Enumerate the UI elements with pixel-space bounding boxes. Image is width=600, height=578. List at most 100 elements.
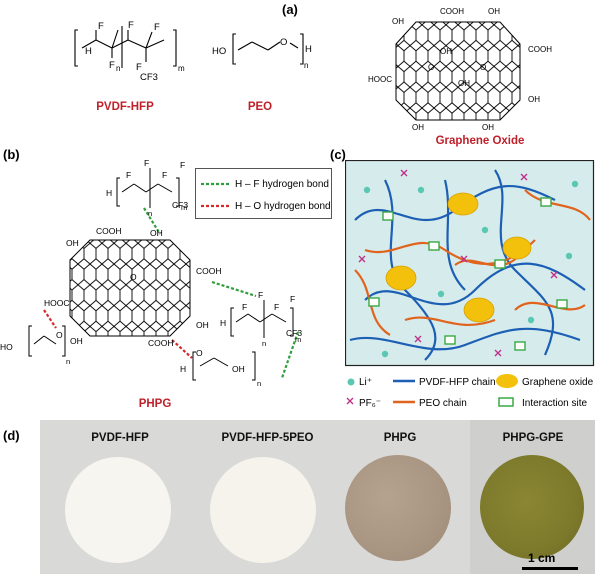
atom-label: OH [440, 47, 452, 56]
atom-label: OH [196, 320, 209, 330]
interaction-site [514, 341, 526, 351]
peo-structure: HO O H n [212, 33, 312, 70]
atom-label: F [242, 302, 247, 312]
atom-label: OH [528, 95, 540, 104]
atom-label: H [180, 364, 186, 374]
interaction-site [556, 299, 568, 309]
pvdf-hfp-title: PVDF-HFP [96, 101, 154, 113]
atom-label: F [290, 294, 295, 304]
legend-peo: PEO chain [419, 398, 467, 409]
subscript-label: n [304, 61, 308, 70]
scale-bar-label: 1 cm [528, 551, 556, 565]
subscript-label: n [148, 209, 152, 218]
sample-label-phpg: PHPG [383, 432, 417, 444]
go-blob [385, 265, 417, 291]
atom-label: F [128, 20, 134, 31]
interaction-site-icon [498, 397, 514, 407]
go-blob-icon [496, 374, 518, 388]
atom-label: F [154, 22, 160, 33]
legend-go: Graphene oxide [522, 377, 594, 388]
legend-site: Interaction site [522, 398, 587, 409]
atom-label: COOH [196, 266, 222, 276]
atom-label: OH [70, 336, 83, 346]
atom-label: O [56, 330, 63, 340]
network-legend: Li⁺ PVDF-HFP chain Graphene oxide PF₆⁻ P… [346, 374, 594, 409]
atom-label: OH [412, 123, 424, 132]
subscript-label: n [116, 64, 120, 73]
scale-bar [522, 567, 578, 570]
go-blob [463, 297, 495, 323]
li-dot-icon [347, 378, 355, 386]
panel-c-label: (c) [330, 147, 346, 162]
atom-label: F [258, 290, 263, 300]
phpg-legend-box: H – F hydrogen bond H – O hydrogen bond [195, 168, 332, 219]
atom-label: H [106, 188, 112, 198]
atom-label: O [196, 348, 203, 358]
go-blob [447, 192, 479, 216]
atom-label: COOH [148, 338, 174, 348]
atom-label: CF3 [286, 328, 302, 338]
atom-label: CF3 [172, 200, 188, 210]
peo-title: PEO [247, 101, 273, 113]
li-ion [565, 252, 573, 260]
pf6-ion [358, 255, 366, 263]
pf6-ion [414, 335, 422, 343]
atom-label: O [130, 272, 137, 282]
atom-label: OH [392, 17, 404, 26]
atom-label: HO [0, 342, 13, 352]
phpg-title: PHPG [138, 398, 172, 410]
subscript-label: n [257, 379, 261, 388]
hf-bond-label: H – F hydrogen bond [235, 179, 329, 190]
atom-label: F [98, 21, 104, 32]
li-ion [437, 290, 445, 298]
li-ion [381, 350, 389, 358]
sample-disc-pvdf-hfp-5peo [210, 457, 316, 563]
atom-label: OH [232, 364, 245, 374]
network-schematic [345, 160, 595, 367]
sample-label-pvdf-hfp: PVDF-HFP [91, 432, 149, 444]
interaction-site [368, 297, 380, 307]
atom-label: COOH [528, 45, 552, 54]
pvdf-hfp-structure: H F F F F F CF3 n m [74, 20, 185, 83]
interaction-site [540, 197, 552, 207]
pf6-ion [400, 169, 408, 177]
atom-label: F [109, 60, 115, 71]
interaction-site [494, 259, 506, 269]
atom-label: OH [482, 123, 494, 132]
atom-label: OH [150, 228, 163, 238]
atom-label: OH [458, 79, 470, 88]
pf6-ion [520, 173, 528, 181]
phpg-structure: H F F F F n m CF3 COOH OH OH COOH HOOC O… [0, 160, 302, 388]
interaction-site [382, 211, 394, 221]
sample-disc-phpg-gpe [480, 455, 584, 559]
li-ion [527, 316, 535, 324]
atom-label: O [428, 63, 434, 72]
li-ion [571, 180, 579, 188]
subscript-label: m [178, 64, 185, 73]
graphene-oxide-structure: COOH OH OH OH COOH HOOC OH O O OH OH OH [368, 7, 552, 132]
panel-d-label: (d) [3, 428, 20, 443]
panel-b-label: (b) [3, 147, 20, 162]
atom-label: H [85, 46, 92, 57]
atom-label: F [126, 170, 131, 180]
atom-label: O [280, 37, 287, 48]
sample-label-pvdf-hfp-5peo: PVDF-HFP-5PEO [221, 432, 314, 444]
atom-label: F [136, 62, 142, 73]
atom-label: F [180, 160, 185, 170]
legend-pvdf: PVDF-HFP chain [419, 377, 496, 388]
atom-label: CF3 [140, 72, 158, 83]
atom-label: HOOC [44, 298, 70, 308]
ho-bond-label: H – O hydrogen bond [235, 201, 331, 212]
subscript-label: n [66, 357, 70, 366]
atom-label: OH [488, 7, 500, 16]
panel-a-label: (a) [282, 2, 298, 17]
atom-label: F [274, 302, 279, 312]
subscript-label: n [262, 339, 266, 348]
pf6-ion [550, 271, 558, 279]
atom-label: F [162, 170, 167, 180]
graphene-oxide-title: Graphene Oxide [435, 135, 525, 147]
atom-label: H [305, 44, 312, 55]
sample-disc-pvdf-hfp [65, 457, 171, 563]
atom-label: O [480, 63, 486, 72]
atom-label: HO [212, 46, 226, 57]
